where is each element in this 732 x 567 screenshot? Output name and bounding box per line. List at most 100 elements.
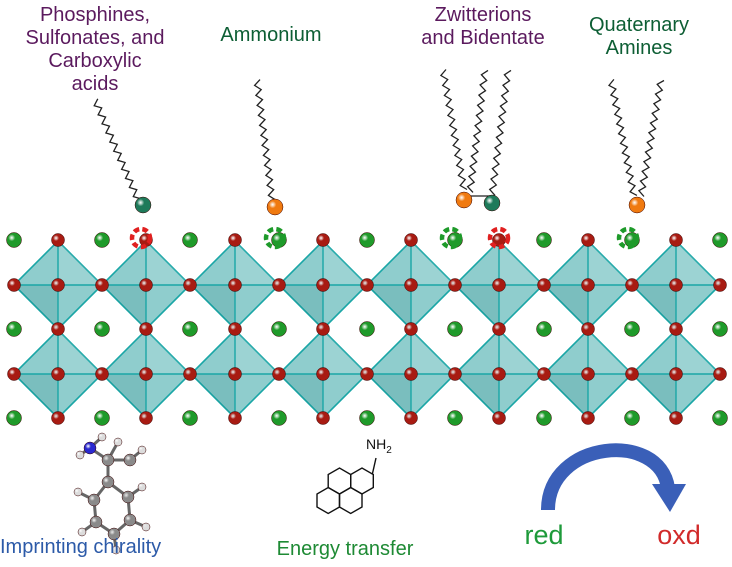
halide-atom bbox=[404, 367, 418, 381]
halide-atom bbox=[581, 367, 595, 381]
halide-atom bbox=[183, 278, 197, 292]
alkyl-chain bbox=[439, 69, 468, 191]
vacancy-ring bbox=[129, 226, 153, 250]
alkyl-chain bbox=[93, 98, 141, 200]
octahedron-facet bbox=[455, 374, 499, 418]
halide-atom bbox=[581, 322, 595, 336]
label-quaternary-amines: Quaternary Amines bbox=[574, 14, 704, 60]
cation-atom bbox=[94, 232, 110, 248]
ligand-headgroup bbox=[455, 191, 473, 209]
label-energy-transfer: Energy transfer bbox=[276, 538, 414, 560]
halide-atom bbox=[95, 278, 109, 292]
octahedron-facet bbox=[323, 241, 367, 285]
molecule-atom bbox=[75, 450, 85, 460]
halide-atom bbox=[272, 367, 286, 381]
halide-atom bbox=[669, 322, 683, 336]
cation-atom bbox=[94, 410, 110, 426]
halide-atom bbox=[448, 367, 462, 381]
alkyl-chain bbox=[466, 69, 489, 193]
halide-atom bbox=[581, 411, 595, 425]
label-line: acids bbox=[71, 73, 119, 95]
vacancy-ring bbox=[439, 226, 463, 250]
cation-atom bbox=[6, 410, 22, 426]
label-zwitterions-bidentate: Zwitterions and Bidentate bbox=[408, 4, 558, 50]
label-line: Quaternary bbox=[588, 14, 690, 36]
halide-atom bbox=[139, 411, 153, 425]
ligand-headgroup bbox=[134, 196, 152, 214]
octahedron-facet bbox=[544, 285, 588, 329]
ligand-headgroup bbox=[628, 196, 646, 214]
molecule-atom bbox=[97, 432, 107, 442]
halide-atom bbox=[669, 278, 683, 292]
octahedron-facet bbox=[279, 374, 323, 418]
cation-atom bbox=[712, 232, 728, 248]
molecule-atom bbox=[87, 493, 101, 507]
alkyl-chain bbox=[607, 78, 638, 196]
halide-atom bbox=[404, 278, 418, 292]
molecule-atom bbox=[141, 522, 151, 532]
vacancy-ring bbox=[616, 226, 640, 250]
pyrene-ring bbox=[316, 486, 341, 515]
octahedron-facet bbox=[632, 285, 676, 329]
halide-atom bbox=[51, 411, 65, 425]
label-red: red bbox=[524, 520, 564, 550]
octahedron-facet bbox=[191, 285, 235, 329]
cation-atom bbox=[271, 410, 287, 426]
halide-atom bbox=[139, 367, 153, 381]
halide-atom bbox=[139, 278, 153, 292]
octahedron-facet bbox=[323, 330, 367, 374]
halide-atom bbox=[228, 322, 242, 336]
label-line: and Bidentate bbox=[421, 27, 545, 49]
molecule-atom bbox=[83, 441, 97, 455]
label-line: Ammonium bbox=[220, 24, 322, 46]
halide-atom bbox=[404, 322, 418, 336]
halide-atom bbox=[492, 411, 506, 425]
cation-atom bbox=[624, 321, 640, 337]
cation-atom bbox=[536, 321, 552, 337]
octahedron-facet bbox=[14, 285, 58, 329]
cation-atom bbox=[359, 410, 375, 426]
ligand-headgroup bbox=[483, 194, 501, 212]
cation-atom bbox=[536, 232, 552, 248]
molecule-atom bbox=[123, 513, 137, 527]
halide-atom bbox=[713, 278, 727, 292]
octahedron-facet bbox=[588, 241, 632, 285]
halide-atom bbox=[316, 411, 330, 425]
molecule-atom bbox=[101, 475, 115, 489]
octahedron-facet bbox=[411, 330, 455, 374]
octahedron-facet bbox=[146, 330, 190, 374]
molecule-atom bbox=[77, 527, 87, 537]
octahedron-facet bbox=[102, 285, 146, 329]
label-line: Phosphines, bbox=[39, 4, 151, 26]
octahedron-facet bbox=[499, 330, 543, 374]
halide-atom bbox=[228, 411, 242, 425]
cation-atom bbox=[447, 410, 463, 426]
cation-atom bbox=[6, 232, 22, 248]
cation-atom bbox=[712, 410, 728, 426]
pyrene-ring bbox=[338, 486, 363, 515]
octahedron-facet bbox=[58, 241, 102, 285]
octahedron-facet bbox=[499, 241, 543, 285]
octahedron-facet bbox=[14, 374, 58, 418]
vacancy-ring bbox=[263, 226, 287, 250]
cation-atom bbox=[359, 232, 375, 248]
nh2-text: NH bbox=[366, 436, 387, 452]
octahedron-facet bbox=[367, 285, 411, 329]
label-line: Amines bbox=[605, 37, 673, 59]
cation-atom bbox=[182, 321, 198, 337]
halide-atom bbox=[581, 233, 595, 247]
cation-atom bbox=[94, 321, 110, 337]
halide-atom bbox=[448, 278, 462, 292]
cation-atom bbox=[6, 321, 22, 337]
label-phosphines-sulfonates: Phosphines, Sulfonates, and Carboxylic a… bbox=[10, 4, 180, 96]
octahedron-facet bbox=[235, 241, 279, 285]
halide-atom bbox=[625, 367, 639, 381]
halide-atom bbox=[669, 411, 683, 425]
halide-atom bbox=[492, 322, 506, 336]
halide-atom bbox=[316, 278, 330, 292]
halide-atom bbox=[360, 367, 374, 381]
halide-atom bbox=[51, 233, 65, 247]
halide-atom bbox=[316, 233, 330, 247]
halide-atom bbox=[139, 322, 153, 336]
octahedron-facet bbox=[676, 330, 720, 374]
